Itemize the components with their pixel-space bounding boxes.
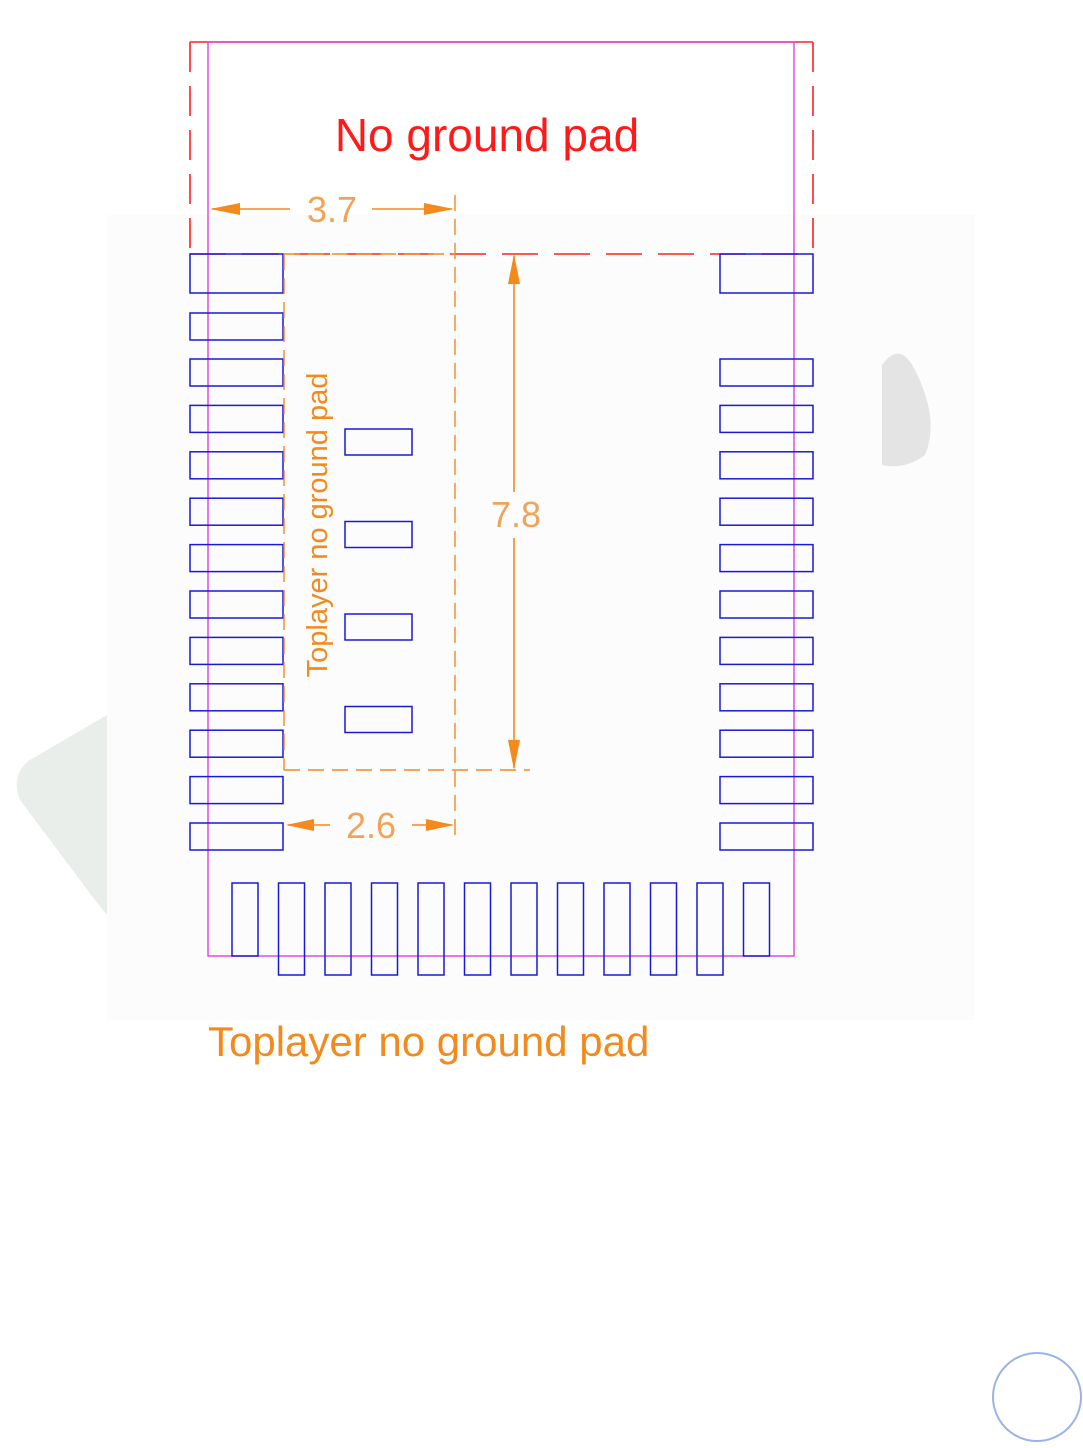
dimension-arrowhead xyxy=(210,203,240,215)
dimension-label-width-bottom: 2.6 xyxy=(346,805,396,846)
toplayer-inner-label: Toplayer no ground pad xyxy=(302,373,334,678)
dimension-label-height: 7.8 xyxy=(491,494,541,535)
watermark-background xyxy=(17,215,975,1020)
dimension-label-width-top: 3.7 xyxy=(307,189,357,230)
dimension-arrowhead xyxy=(424,203,454,215)
watermark-left-shape xyxy=(17,715,107,915)
toplayer-caption: Toplayer no ground pad xyxy=(208,1018,649,1065)
keepout-title: No ground pad xyxy=(335,109,639,161)
page-marker-circle xyxy=(993,1353,1081,1441)
